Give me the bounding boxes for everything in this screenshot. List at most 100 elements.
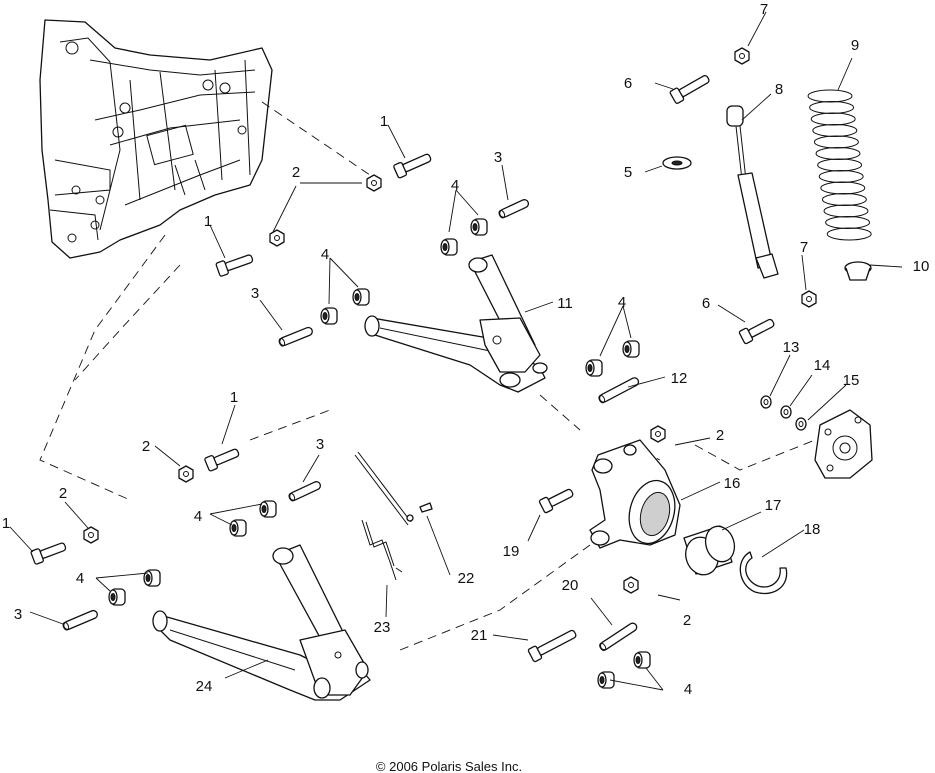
pin-3-upper: [498, 199, 530, 219]
callout-c4d: 4: [194, 508, 202, 525]
leader-line: [154, 445, 181, 467]
brake-caliper: [814, 409, 873, 479]
hairpin-clip: [361, 519, 403, 581]
leader-line: [747, 11, 767, 47]
coil-spring: [807, 89, 872, 241]
nut-2-upper: [366, 174, 382, 192]
callout-c7a: 7: [760, 1, 768, 18]
washer-14: [780, 405, 792, 419]
callout-c2d: 2: [716, 427, 724, 444]
bushing-4: [622, 340, 640, 358]
nut-7-top: [734, 47, 750, 65]
lower-a-arm: [152, 544, 371, 701]
bushing-4: [259, 500, 277, 518]
nut-2-left: [83, 526, 99, 544]
leader-line: [259, 299, 283, 331]
callout-c22: 22: [458, 570, 475, 587]
leader-line: [741, 93, 772, 121]
callout-c23: 23: [374, 619, 391, 636]
callout-c1d: 1: [2, 515, 10, 532]
callout-c9: 9: [851, 37, 859, 54]
callout-c19: 19: [503, 543, 520, 560]
bushing-4: [585, 359, 603, 377]
nut-2-mid: [269, 229, 285, 247]
assembly-lines: [39, 101, 816, 651]
spring-retainer-top: [662, 156, 692, 170]
bushing-4: [440, 238, 458, 256]
leader-line: [272, 185, 297, 233]
callout-c17: 17: [765, 497, 782, 514]
callout-c24: 24: [196, 678, 213, 695]
callout-c1b: 1: [204, 213, 212, 230]
leader-line: [761, 529, 805, 558]
leader-line: [95, 572, 149, 579]
nut-2-bottom: [623, 576, 639, 594]
pin-3-lower: [288, 481, 322, 502]
snap-ring: [739, 551, 788, 595]
spring-retainer: [844, 261, 872, 281]
callout-c4e: 4: [76, 570, 84, 587]
leader-line: [29, 611, 64, 625]
leader-line: [221, 404, 236, 445]
callout-c12: 12: [671, 370, 688, 387]
callout-c1a: 1: [380, 113, 388, 130]
callout-c1c: 1: [230, 389, 238, 406]
bushing-4: [143, 569, 161, 587]
leader-line: [674, 437, 711, 446]
leader-line: [448, 189, 457, 233]
shock-absorber: [726, 105, 779, 279]
pin-12: [598, 377, 640, 404]
leader-lines: [9, 11, 903, 691]
leader-line: [95, 577, 111, 592]
leader-line: [387, 124, 406, 159]
callout-c5: 5: [624, 164, 632, 181]
leader-line: [9, 526, 34, 553]
leader-line: [680, 481, 721, 501]
callout-c3d: 3: [14, 606, 22, 623]
callout-c2b: 2: [142, 438, 150, 455]
leader-line: [209, 513, 233, 526]
leader-line: [769, 354, 791, 397]
leader-line: [524, 301, 554, 313]
leader-line: [869, 264, 903, 268]
callout-c15: 15: [843, 372, 860, 389]
cotter-rod: [354, 451, 433, 526]
callout-c3b: 3: [251, 285, 259, 302]
leader-line: [455, 189, 479, 216]
nut-7-mid: [801, 290, 817, 308]
callout-c7b: 7: [800, 239, 808, 256]
bolt-19: [538, 488, 574, 514]
leader-line: [801, 254, 807, 291]
leader-line: [837, 57, 853, 91]
pin-3-left: [62, 609, 98, 631]
leader-line: [385, 584, 388, 618]
callout-c4f: 4: [684, 681, 692, 698]
leader-line: [645, 667, 664, 691]
bushing-4: [597, 671, 615, 689]
nut-2-right: [650, 425, 666, 443]
copyright-text: © 2006 Polaris Sales Inc.: [376, 759, 522, 773]
callout-c21: 21: [471, 627, 488, 644]
callout-c18: 18: [804, 521, 821, 538]
bushing-4: [320, 307, 338, 325]
bearing-carrier: [589, 439, 681, 549]
leader-line: [644, 165, 663, 173]
leader-line: [426, 515, 451, 576]
callout-c4b: 4: [321, 246, 329, 263]
bolt-1-upper: [393, 153, 432, 179]
bushing-4: [108, 588, 126, 606]
leader-line: [501, 164, 509, 201]
nut-2-lower: [178, 465, 194, 483]
pin-20: [599, 622, 638, 652]
leader-line: [64, 501, 89, 529]
callout-c6b: 6: [702, 295, 710, 312]
callout-c2a: 2: [292, 164, 300, 181]
leader-line: [627, 376, 666, 388]
bolt-6-top: [669, 74, 710, 104]
bushing-4: [633, 651, 651, 669]
bolt-1-mid: [215, 254, 254, 277]
callout-c2e: 2: [683, 612, 691, 629]
callout-c4c: 4: [618, 294, 626, 311]
